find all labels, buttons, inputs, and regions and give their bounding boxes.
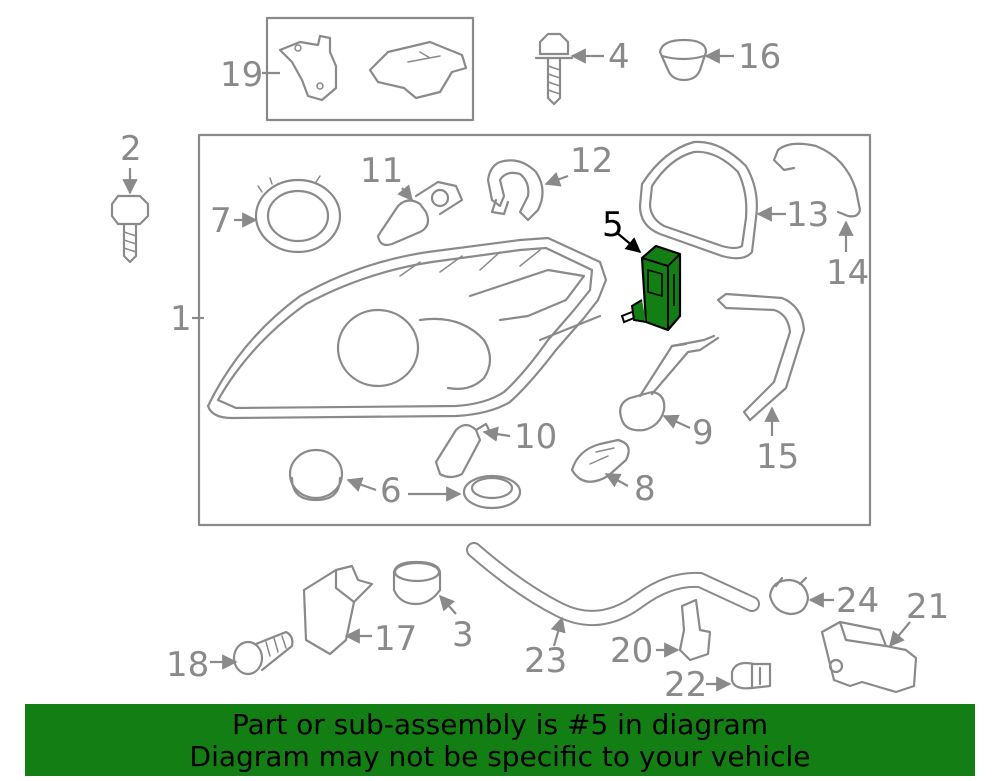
bracket-group-box — [265, 16, 475, 122]
part-15-strip — [716, 292, 806, 422]
part-16-cap — [658, 38, 708, 82]
part-23-hose — [466, 542, 760, 626]
callout-1: 1 — [170, 299, 192, 339]
part-19-brackets — [278, 34, 468, 102]
callout-22: 22 — [664, 665, 707, 705]
part-18-bolt — [232, 630, 294, 676]
part-17-bracket — [302, 564, 374, 656]
callout-15: 15 — [756, 437, 799, 477]
part-11-bulb — [376, 180, 464, 247]
part-14-seal — [772, 142, 862, 218]
part-3-clip — [392, 560, 442, 606]
banner-line-2: Diagram may not be specific to your vehi… — [189, 740, 811, 773]
leader-lines — [122, 48, 911, 692]
callout-10: 10 — [514, 417, 557, 457]
callout-18: 18 — [166, 645, 209, 685]
part-10-bulb — [434, 422, 492, 479]
part-6-cap-grommet — [288, 448, 522, 510]
part-8-bulb — [570, 438, 630, 483]
part-2-bolt — [110, 194, 150, 264]
callout-11: 11 — [360, 151, 403, 191]
callout-4: 4 — [608, 37, 630, 77]
callout-3: 3 — [452, 615, 474, 655]
banner-line-1: Part or sub-assembly is #5 in diagram — [231, 708, 769, 741]
callout-16: 16 — [738, 37, 781, 77]
part-20-connector — [678, 598, 712, 662]
callout-24: 24 — [836, 581, 879, 621]
part-4-bolt — [534, 32, 574, 106]
callout-7: 7 — [210, 201, 232, 241]
callout-12: 12 — [570, 141, 613, 181]
headlamp-assembly-box — [197, 133, 872, 527]
callout-6: 6 — [380, 471, 402, 511]
callout-14: 14 — [826, 253, 869, 293]
part-21-sensor — [820, 620, 918, 694]
part-13-cover — [638, 140, 758, 260]
callout-23: 23 — [524, 641, 567, 681]
callout-5: 5 — [602, 205, 624, 245]
callout-9: 9 — [692, 413, 714, 453]
part-7-ring — [254, 175, 342, 254]
callout-17: 17 — [374, 619, 417, 659]
part-22-clip — [730, 661, 772, 690]
part-24-clip — [768, 576, 810, 616]
callout-19: 19 — [220, 55, 263, 95]
callout-13: 13 — [786, 195, 829, 235]
callout-2: 2 — [120, 129, 142, 169]
part-9-socket — [619, 334, 720, 432]
callout-21: 21 — [906, 587, 949, 627]
callout-8: 8 — [634, 469, 656, 509]
part-1-headlamp — [206, 236, 608, 420]
part-12-clip — [486, 159, 544, 222]
callout-20: 20 — [610, 631, 653, 671]
info-banner: Part or sub-assembly is #5 in diagram Di… — [25, 704, 975, 776]
part-5-leveling-motor — [620, 244, 682, 332]
